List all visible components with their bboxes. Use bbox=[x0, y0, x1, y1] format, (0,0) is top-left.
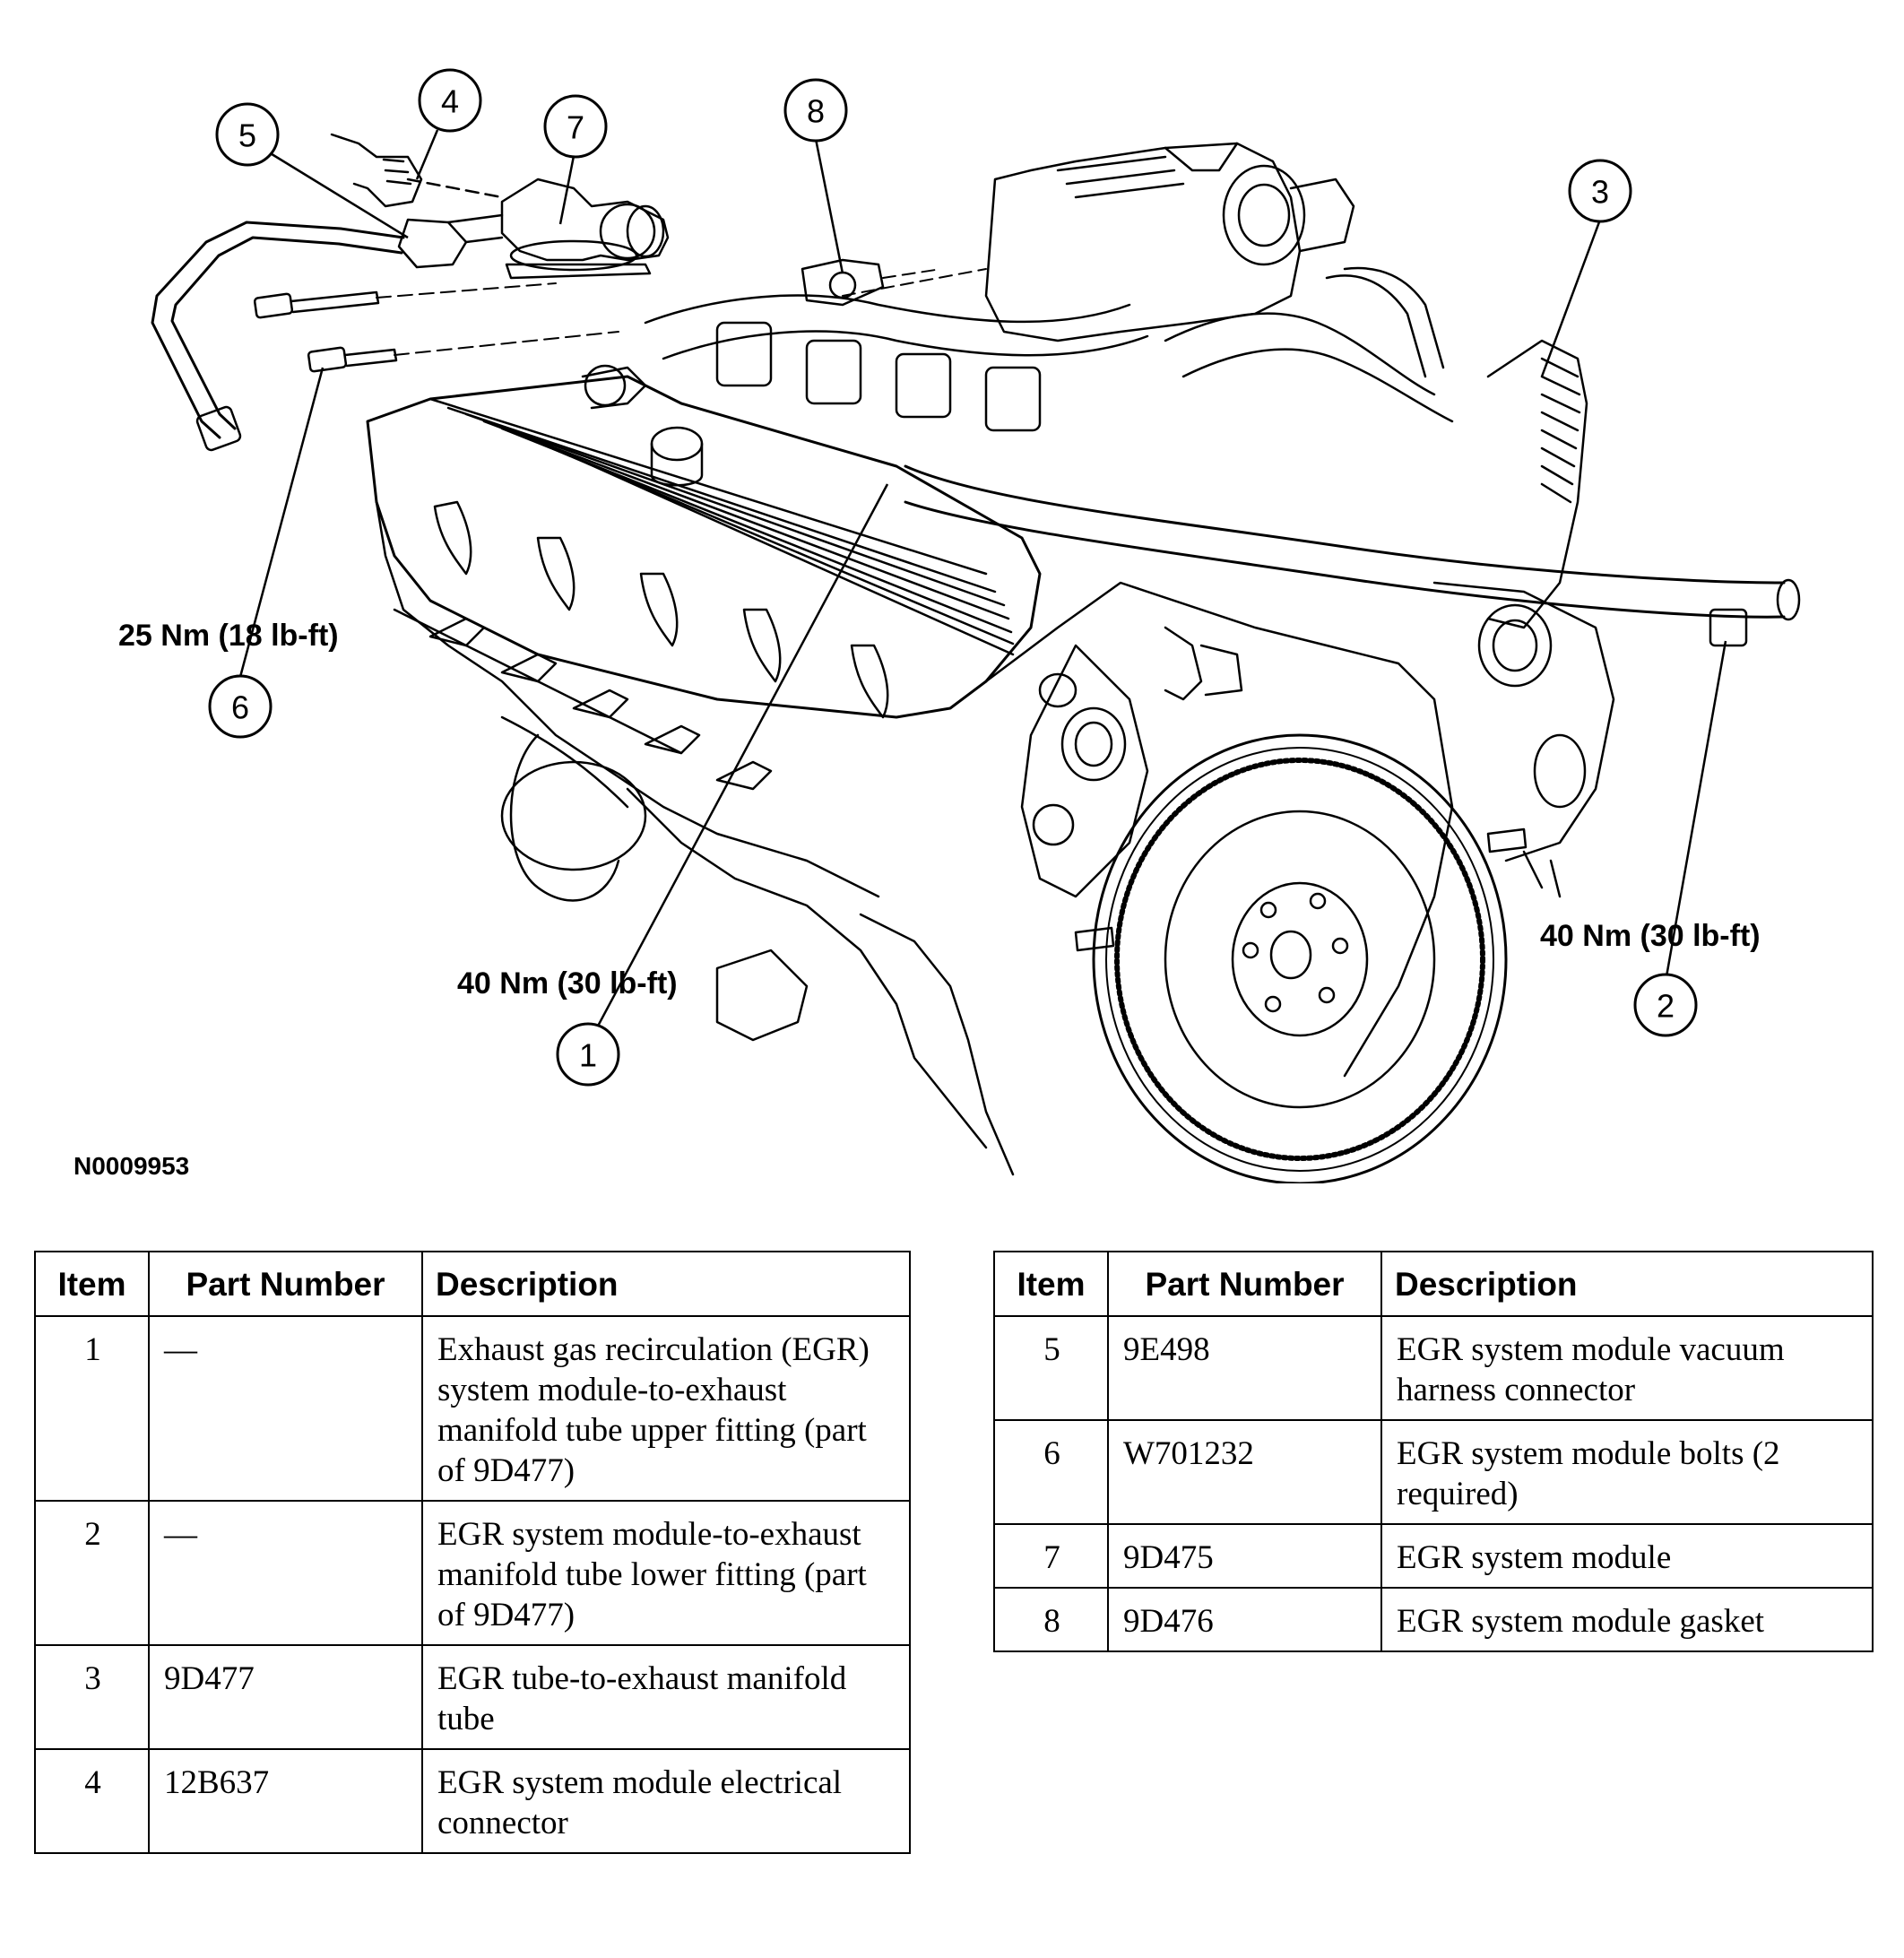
part-number-cell: 9E498 bbox=[1107, 1315, 1382, 1421]
header-item: Item bbox=[34, 1251, 150, 1317]
callout-number-2: 2 bbox=[1657, 988, 1675, 1025]
header-description: Description bbox=[421, 1251, 911, 1317]
description-cell: EGR system module electrical connector bbox=[421, 1748, 911, 1854]
item-cell: 2 bbox=[34, 1500, 150, 1646]
callout-3: 3 bbox=[1568, 159, 1632, 223]
description-cell: EGR system module vacuum harness connect… bbox=[1380, 1315, 1874, 1421]
callout-1: 40 Nm (30 lb-ft) 1 bbox=[457, 966, 678, 1087]
callout-5: 5 bbox=[215, 102, 280, 167]
item-cell: 1 bbox=[34, 1315, 150, 1502]
callout-number-8: 8 bbox=[807, 93, 825, 130]
description-cell: Exhaust gas recirculation (EGR) system m… bbox=[421, 1315, 911, 1502]
callout-4: 4 bbox=[418, 68, 482, 133]
table-row: 5 9E498 EGR system module vacuum harness… bbox=[993, 1315, 1874, 1421]
callout-7: 7 bbox=[543, 94, 608, 159]
part-number-cell: 9D477 bbox=[148, 1644, 423, 1750]
callout-number-6: 6 bbox=[231, 689, 249, 726]
callout-number-5: 5 bbox=[238, 117, 256, 154]
header-part-number: Part Number bbox=[1107, 1251, 1382, 1317]
part-number-cell: 9D475 bbox=[1107, 1523, 1382, 1589]
engine-illustration bbox=[151, 133, 1801, 1183]
callout-number-7: 7 bbox=[567, 109, 584, 146]
description-cell: EGR system module-to-exhaust manifold tu… bbox=[421, 1500, 911, 1646]
torque-label-2: 40 Nm (30 lb-ft) bbox=[1540, 919, 1761, 953]
item-cell: 3 bbox=[34, 1644, 150, 1750]
engine-diagram: 40 Nm (30 lb-ft) 1 40 Nm (30 lb-ft) 2 3 … bbox=[74, 68, 1801, 1183]
figure-id: N0009953 bbox=[74, 1152, 189, 1180]
header-description: Description bbox=[1380, 1251, 1874, 1317]
table-row: 4 12B637 EGR system module electrical co… bbox=[34, 1748, 911, 1854]
callout-number-1: 1 bbox=[579, 1037, 597, 1074]
part-number-cell: 9D476 bbox=[1107, 1587, 1382, 1652]
item-cell: 8 bbox=[993, 1587, 1109, 1652]
torque-label-1: 40 Nm (30 lb-ft) bbox=[457, 966, 678, 1001]
table-row: 8 9D476 EGR system module gasket bbox=[993, 1587, 1874, 1652]
header-item: Item bbox=[993, 1251, 1109, 1317]
table-row: 3 9D477 EGR tube-to-exhaust manifold tub… bbox=[34, 1644, 911, 1750]
callout-2: 40 Nm (30 lb-ft) 2 bbox=[1540, 919, 1761, 1037]
item-cell: 4 bbox=[34, 1748, 150, 1854]
item-cell: 6 bbox=[993, 1419, 1109, 1525]
leader-lines bbox=[238, 129, 1727, 1045]
description-cell: EGR system module gasket bbox=[1380, 1587, 1874, 1652]
part-number-cell: W701232 bbox=[1107, 1419, 1382, 1525]
description-cell: EGR system module bbox=[1380, 1523, 1874, 1589]
item-cell: 7 bbox=[993, 1523, 1109, 1589]
part-number-cell: — bbox=[148, 1500, 423, 1646]
parts-table-left: Item Part Number Description 1 — Exhaust… bbox=[34, 1251, 911, 1854]
callout-6: 25 Nm (18 lb-ft) 6 bbox=[118, 619, 339, 739]
description-cell: EGR tube-to-exhaust manifold tube bbox=[421, 1644, 911, 1750]
table-header-row: Item Part Number Description bbox=[34, 1251, 911, 1317]
item-cell: 5 bbox=[993, 1315, 1109, 1421]
table-row: 1 — Exhaust gas recirculation (EGR) syst… bbox=[34, 1315, 911, 1502]
table-row: 2 — EGR system module-to-exhaust manifol… bbox=[34, 1500, 911, 1646]
parts-table-right: Item Part Number Description 5 9E498 EGR… bbox=[993, 1251, 1874, 1652]
torque-label-6: 25 Nm (18 lb-ft) bbox=[118, 619, 339, 653]
description-cell: EGR system module bolts (2 required) bbox=[1380, 1419, 1874, 1525]
table-header-row: Item Part Number Description bbox=[993, 1251, 1874, 1317]
part-number-cell: — bbox=[148, 1315, 423, 1502]
callout-number-3: 3 bbox=[1591, 174, 1609, 211]
table-row: 7 9D475 EGR system module bbox=[993, 1523, 1874, 1589]
table-row: 6 W701232 EGR system module bolts (2 req… bbox=[993, 1419, 1874, 1525]
header-part-number: Part Number bbox=[148, 1251, 423, 1317]
callout-number-4: 4 bbox=[441, 83, 459, 120]
callout-8: 8 bbox=[783, 78, 848, 143]
part-number-cell: 12B637 bbox=[148, 1748, 423, 1854]
